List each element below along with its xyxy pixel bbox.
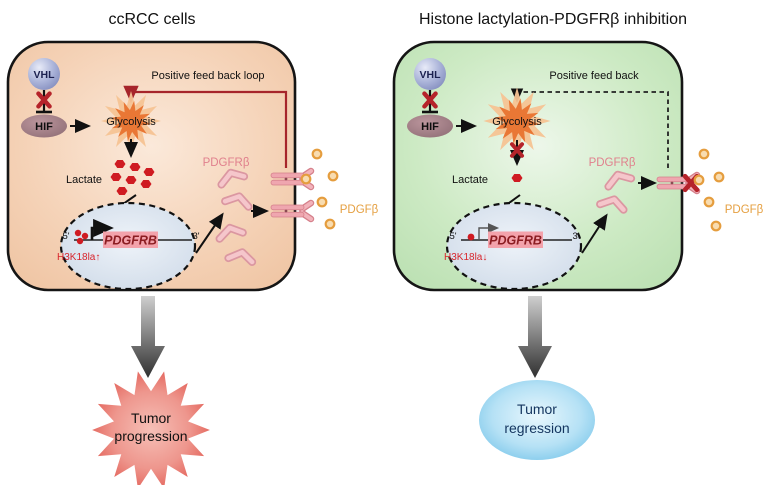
right-promoter-arrow	[478, 223, 500, 240]
right-panel-title: Histone lactylation-PDGFRβ inhibition	[419, 11, 687, 28]
left-feedback-label: Positive feed back loop	[151, 70, 264, 82]
left-gene-label: PDGFRB	[104, 234, 157, 248]
left-receptor-label: PDGFRβ	[203, 157, 250, 169]
right-gene-label: PDGFRB	[489, 234, 542, 248]
right-three-prime-label: 3'	[572, 231, 579, 242]
right-outcome-line2: regression	[504, 420, 569, 436]
left-hif-ellipse	[21, 114, 67, 138]
right-tumor-ellipse	[479, 380, 595, 460]
right-feedback-label: Positive feed back	[549, 70, 639, 82]
right-lactate-label: Lactate	[452, 174, 488, 186]
left-promoter-arrow	[90, 218, 114, 240]
right-outcome-arrow	[518, 296, 552, 378]
left-lactate-label: Lactate	[66, 174, 102, 186]
left-vhl-label: VHL	[34, 69, 56, 81]
right-outcome-line1: Tumor	[517, 401, 557, 417]
right-five-prime-label: 5'	[449, 231, 456, 242]
right-histone-mark-label: H3K18la↓	[444, 252, 487, 263]
right-ligand-label: PDGFβ	[725, 204, 764, 216]
right-hif-label: HIF	[421, 121, 439, 133]
right-receptor-label: PDGFRβ	[589, 157, 636, 169]
right-nucleus-to-receptor-arrow	[581, 213, 608, 254]
right-histone-dot	[467, 233, 475, 241]
left-panel-title: ccRCC cells	[108, 11, 195, 28]
left-outcome-line1: Tumor	[131, 410, 171, 426]
right-vhl-label: VHL	[420, 69, 442, 81]
right-hif-ellipse	[407, 114, 453, 138]
left-nucleus-to-receptor-arrow	[195, 212, 224, 254]
left-panel: ccRCC cells Positive feed back loop VHL …	[6, 11, 379, 485]
left-hif-label: HIF	[35, 121, 53, 133]
left-glycolysis-label: Glycolysis	[106, 116, 156, 128]
left-ligand-label: PDGFβ	[340, 204, 379, 216]
left-three-prime-label: 3'	[192, 231, 199, 242]
right-gene-highlight	[488, 231, 543, 248]
left-five-prime-label: 5'	[62, 231, 69, 242]
right-vhl-sphere	[414, 58, 446, 90]
right-panel: Histone lactylation-PDGFRβ inhibition Po…	[392, 11, 764, 460]
left-histone-mark-label: H3K18la↑	[57, 252, 100, 263]
left-vhl-sphere	[28, 58, 60, 90]
left-gene-highlight	[103, 231, 158, 248]
left-histone-dots	[74, 229, 89, 245]
left-outcome-line2: progression	[114, 428, 187, 444]
right-glycolysis-label: Glycolysis	[492, 116, 542, 128]
left-outcome-arrow	[131, 296, 165, 378]
